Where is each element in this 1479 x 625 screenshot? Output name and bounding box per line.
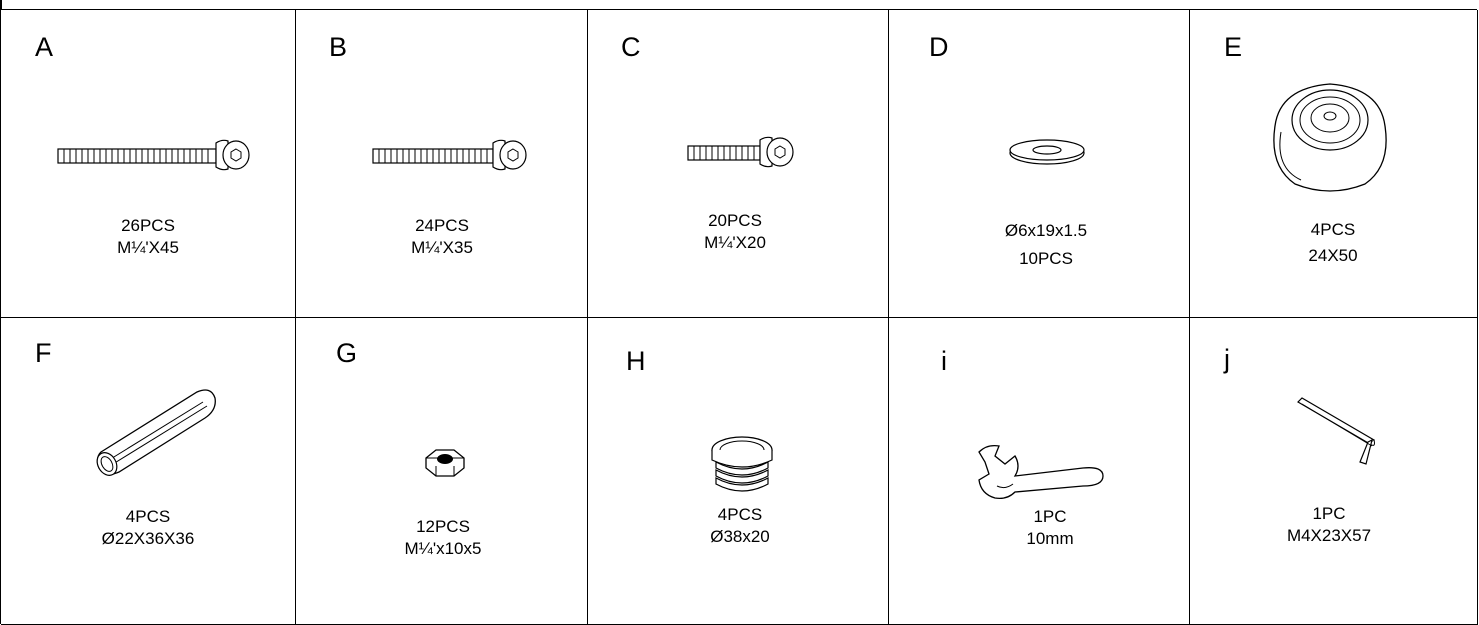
wheel-icon [1273, 83, 1387, 192]
part-spec: 26PCS M¼'X45 [48, 215, 248, 259]
part-size: M¼'X35 [411, 238, 473, 257]
washer-icon [1009, 139, 1085, 165]
part-spec: 4PCS Ø38x20 [640, 504, 840, 548]
part-cell-h: H 4PCS Ø38x20 [588, 318, 889, 625]
short-bolt-icon [687, 136, 794, 168]
part-spec: 4PCS Ø22X36X36 [48, 506, 248, 550]
part-size: M¼'x10x5 [404, 539, 482, 558]
part-quantity: 10PCS [1019, 249, 1073, 268]
part-size: Ø6x19x1.5 [1004, 221, 1088, 240]
part-size: M4X23X57 [1286, 526, 1372, 545]
part-spec: 24PCS M¼'X35 [342, 215, 542, 259]
part-letter: A [35, 32, 54, 62]
part-quantity: 12PCS [416, 517, 470, 536]
part-size: Ø22X36X36 [101, 529, 195, 548]
part-size: Ø38x20 [710, 527, 770, 546]
part-cell-c: C 20PCS M¼'X20 [588, 10, 889, 318]
part-cell-j: j 1PC M4X23X57 [1190, 318, 1478, 625]
part-size: M¼'X20 [704, 233, 766, 252]
part-quantity: 24PCS [415, 216, 469, 235]
part-letter: E [1224, 32, 1243, 62]
part-letter: B [329, 32, 348, 62]
part-letter: F [35, 338, 52, 368]
part-cell-f: F 4PCS Ø22X36X36 [1, 318, 296, 625]
medium-bolt-icon [372, 139, 527, 171]
long-bolt-icon [57, 139, 250, 171]
part-letter: H [626, 346, 646, 376]
part-quantity: 1PC [1033, 507, 1067, 526]
part-quantity: 4PCS [717, 505, 763, 524]
sleeve-icon [96, 389, 216, 476]
part-quantity: 20PCS [708, 211, 762, 230]
part-cell-g: G 12PCS M¼'x10x5 [296, 318, 588, 625]
part-letter: C [621, 32, 641, 62]
part-quantity: 1PC [1312, 504, 1346, 523]
part-size: M¼'X45 [117, 238, 179, 257]
part-cell-d: D Ø6x19x1.5 10PCS [889, 10, 1190, 318]
part-size: 10mm [1026, 529, 1074, 548]
part-letter: D [929, 32, 949, 62]
part-cell-b: B 24PCS M¼'X35 [296, 10, 588, 318]
part-quantity: 26PCS [121, 216, 175, 235]
wrench-icon [978, 444, 1104, 500]
part-spec: 12PCS M¼'x10x5 [343, 516, 543, 560]
part-quantity: 4PCS [1310, 220, 1356, 239]
part-size: 24X50 [1308, 246, 1358, 265]
part-letter: i [941, 346, 947, 376]
hex-nut-icon [425, 449, 465, 477]
parts-grid: A 26PCS M¼ [0, 9, 1478, 625]
part-cell-a: A 26PCS M¼ [1, 10, 296, 318]
end-cap-icon [711, 436, 773, 492]
part-cell-i: i 1PC 10mm [889, 318, 1190, 625]
allen-key-icon [1297, 397, 1375, 465]
part-spec: 1PC M4X23X57 [1229, 503, 1429, 547]
part-quantity: 4PCS [125, 507, 171, 526]
part-cell-e: E 4PCS 24X50 [1190, 10, 1478, 318]
part-spec: 1PC 10mm [950, 506, 1150, 550]
part-spec: 4PCS 24X50 [1233, 217, 1433, 269]
part-spec: Ø6x19x1.5 10PCS [946, 217, 1146, 273]
part-letter: j [1224, 344, 1230, 374]
part-letter: G [336, 338, 358, 368]
top-border-stub [0, 0, 2, 9]
part-spec: 20PCS M¼'X20 [635, 210, 835, 254]
